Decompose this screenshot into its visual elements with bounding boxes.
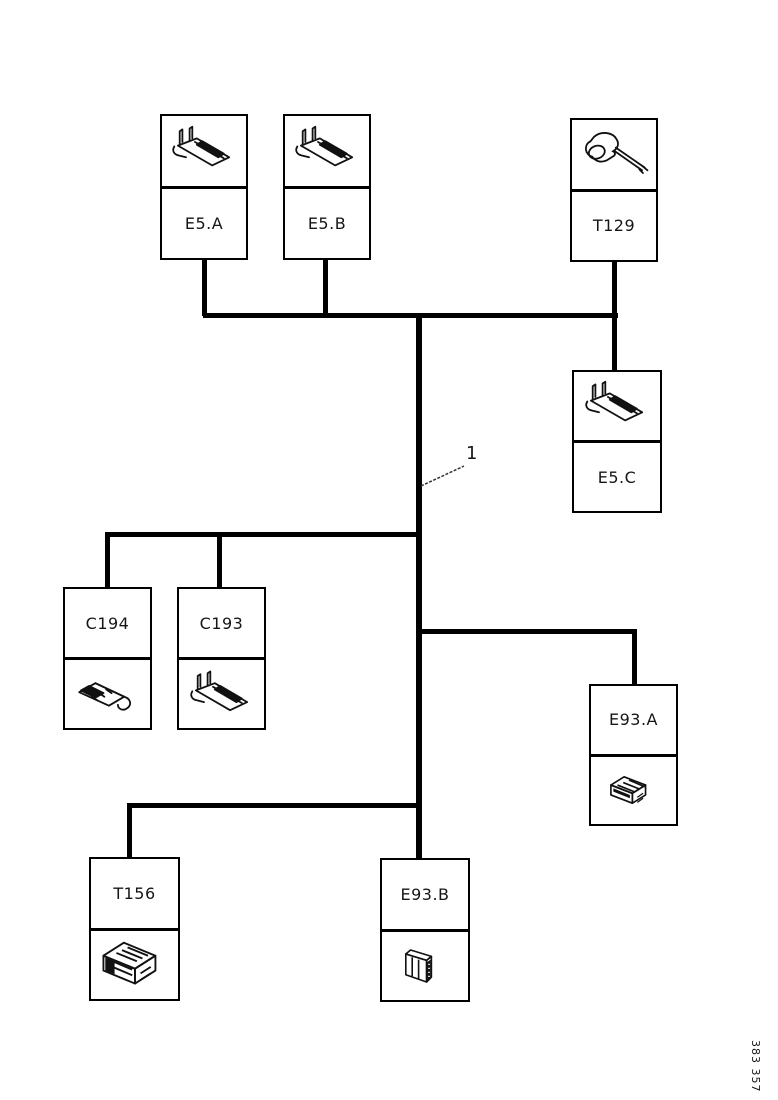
component-box-e5c: E5.C	[572, 370, 662, 513]
harness-wire-top-horizontal	[203, 313, 618, 318]
crimp-terminal-hook-icon	[65, 657, 150, 728]
harness-callout-number: 1	[466, 443, 478, 464]
component-label-t156: T156	[113, 883, 156, 903]
component-box-e5a: E5.A	[160, 114, 248, 260]
harness-wire-mid-horizontal	[105, 532, 422, 537]
crimp-terminal-icon	[179, 657, 264, 728]
component-box-t129: T129	[570, 118, 658, 262]
connector-housing-icon	[91, 927, 178, 1000]
crimp-terminal-icon	[285, 116, 369, 186]
component-box-c193: C193	[177, 587, 266, 730]
component-box-e5b: E5.B	[283, 114, 371, 260]
component-box-t156: T156	[89, 857, 180, 1001]
harness-wire-c194-drop	[105, 532, 110, 589]
component-label-e93a: E93.A	[609, 710, 658, 730]
connector-block-pins-icon	[382, 928, 468, 1001]
component-label-c193: C193	[199, 613, 244, 633]
harness-wire-t156-drop	[127, 803, 132, 859]
crimp-terminal-icon	[574, 372, 660, 440]
component-label-t129: T129	[592, 216, 636, 236]
component-label-e5b: E5.B	[307, 213, 347, 233]
harness-wire-e5b-drop	[323, 259, 328, 316]
component-box-e93b: E93.B	[380, 858, 470, 1002]
harness-wire-e93a-horizontal	[416, 629, 637, 634]
component-label-e5c: E5.C	[597, 467, 637, 487]
component-box-c194: C194	[63, 587, 152, 730]
doc-number: 383 357	[749, 1040, 762, 1093]
harness-wire-main-trunk	[416, 313, 422, 860]
harness-wire-c193-drop	[217, 532, 222, 589]
component-box-e93a: E93.A	[589, 684, 678, 826]
component-label-c194: C194	[85, 613, 130, 633]
harness-wire-t129-e5c-drop	[612, 261, 617, 371]
harness-wire-t156-horizontal	[127, 803, 422, 808]
crimp-terminal-icon	[162, 116, 246, 186]
component-label-e5a: E5.A	[184, 213, 224, 233]
harness-wire-e93a-drop	[632, 629, 637, 686]
harness-wire-e5a-drop	[202, 259, 207, 316]
component-label-e93b: E93.B	[400, 884, 450, 904]
connector-block-icon	[591, 753, 676, 825]
grommet-boot-icon	[572, 120, 656, 189]
